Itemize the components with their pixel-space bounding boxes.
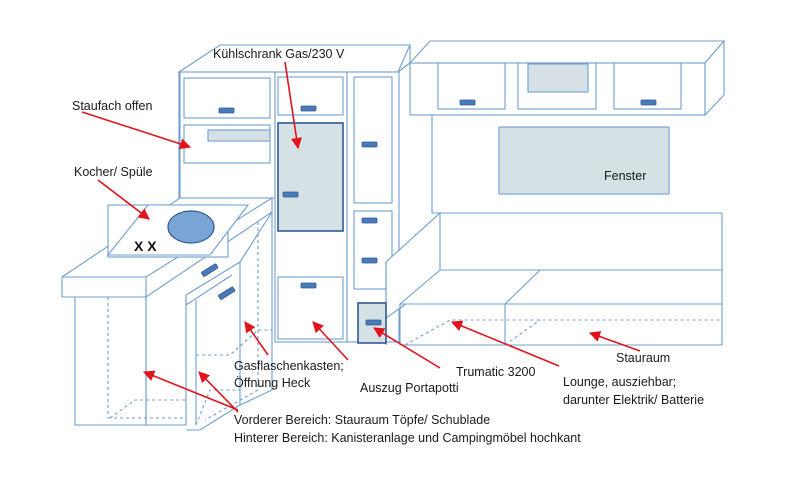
handle — [640, 99, 657, 106]
lounge-front — [399, 304, 723, 346]
arrow-gasflaschen — [244, 321, 269, 356]
counter-cabinet-left — [74, 297, 147, 426]
red-arrow-icon — [81, 61, 641, 413]
label-kocher: Kocher/ Spüle — [74, 165, 153, 179]
handle — [300, 105, 317, 112]
hidden-lines — [107, 222, 722, 426]
handle — [282, 191, 299, 198]
label-lounge-2: darunter Elektrik/ Batterie — [563, 393, 704, 407]
label-burners: X X — [134, 238, 157, 254]
handle — [459, 99, 476, 106]
gas-box-side — [239, 210, 273, 406]
top-right-cabinet-top — [408, 40, 726, 64]
label-vorderer: Vorderer Bereich: Stauraum Töpfe/ Schubl… — [234, 413, 490, 427]
arrow-kuehlschrank — [284, 61, 303, 150]
label-fenster: Fenster — [604, 169, 646, 183]
arrow-hinterer — [198, 371, 239, 413]
lounge-seat-top — [398, 269, 723, 305]
handle — [300, 282, 317, 289]
furniture-outlines — [61, 39, 726, 431]
right-tower-upper-door — [353, 76, 393, 204]
label-kuehlschrank: Kühlschrank Gas/230 V — [213, 47, 345, 61]
fridge-door — [277, 122, 344, 232]
label-lounge-1: Lounge, ausziehbar; — [563, 375, 676, 389]
arrow-lounge — [450, 320, 560, 367]
counter-cabinet-right — [145, 297, 187, 426]
back-wall-line — [431, 115, 723, 275]
handle — [361, 257, 378, 264]
handles — [201, 99, 657, 326]
arrow-vorderer — [142, 370, 239, 411]
top-right-cabinet-side — [704, 39, 725, 117]
gas-box-front — [185, 274, 233, 307]
handle — [361, 141, 378, 148]
window-panel — [498, 126, 670, 195]
top-right-display — [527, 63, 589, 93]
handle — [201, 263, 219, 277]
lounge-inner-line — [504, 269, 541, 305]
arrow-staufach — [81, 111, 192, 150]
label-hinterer: Hinterer Bereich: Kanisteranlage und Cam… — [234, 431, 581, 445]
label-gasflaschen-2: Öffnung Heck — [234, 376, 311, 390]
hob-circle-icon — [167, 210, 215, 244]
label-stauraum: Stauraum — [616, 351, 670, 365]
arrow-trumatic — [373, 327, 441, 369]
label-portapotti: Auszug Portapotti — [360, 381, 459, 395]
label-staufach: Staufach offen — [72, 99, 152, 113]
handle — [218, 107, 235, 114]
labels: Kühlschrank Gas/230 V Staufach offen Koc… — [72, 47, 704, 445]
handle — [365, 319, 382, 326]
handle — [361, 217, 378, 224]
label-trumatic: Trumatic 3200 — [456, 365, 535, 379]
arrow-stauraum — [588, 331, 641, 352]
tower-side-line — [397, 62, 411, 73]
staufach-shelf — [207, 129, 271, 142]
handle — [218, 286, 236, 300]
arrow-portapotti — [312, 321, 349, 361]
arrow-kocher — [97, 179, 150, 220]
label-gasflaschen-1: Gasflaschenkasten; — [234, 359, 344, 373]
